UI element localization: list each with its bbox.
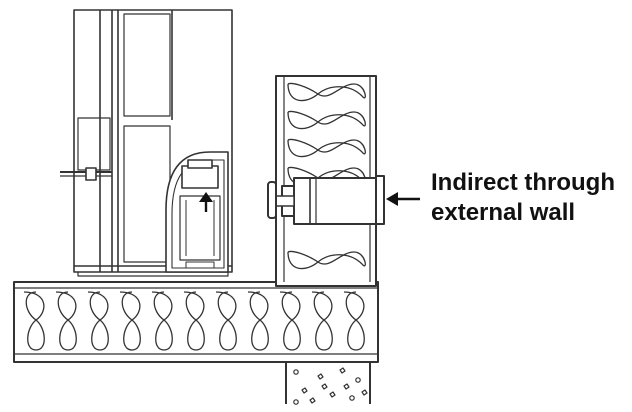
insulation-lobe [215,291,237,351]
aggregate-speck [343,383,350,390]
aggregate-speck [317,373,324,380]
insulation-lobe [87,291,109,351]
callout-arrow [386,192,420,206]
aggregate-speck [361,389,368,396]
insulation-lobe [151,291,173,351]
floor-insulation [23,291,365,351]
insulation-lobe [287,110,366,130]
boiler-unit [165,151,229,273]
floor-slab [13,281,379,363]
insulation-lobe [279,291,301,351]
flue-pipe [267,175,385,225]
insulation-lobe [287,82,366,102]
aggregate-speck [349,395,355,401]
callout-line-2: external wall [431,199,576,226]
aggregate-speck [293,369,299,375]
aggregate-speck [329,391,336,398]
aggregate-speck [293,399,299,405]
insulation-lobe [311,291,333,351]
aggregate-speck [355,377,361,383]
insulation-lobe [343,291,365,351]
insulation-lobe [183,291,205,351]
callout-line-1: Indirect through [431,169,615,196]
aggregate-speck [309,397,316,404]
insulation-lobe [119,291,141,351]
insulation-lobe [287,138,366,158]
insulation-lobe [23,291,45,351]
aggregate-speck [321,383,328,390]
flue-callout-label: Indirect through external wall [431,168,615,228]
insulation-lobe [247,291,269,351]
aggregate-speck [301,387,308,394]
insulation-lobe [55,291,77,351]
appliance-unit [60,9,233,277]
insulation-lobe [287,250,366,270]
airflow-up-arrow [199,192,213,212]
aggregate-speck [339,367,346,374]
foundation [285,362,371,405]
